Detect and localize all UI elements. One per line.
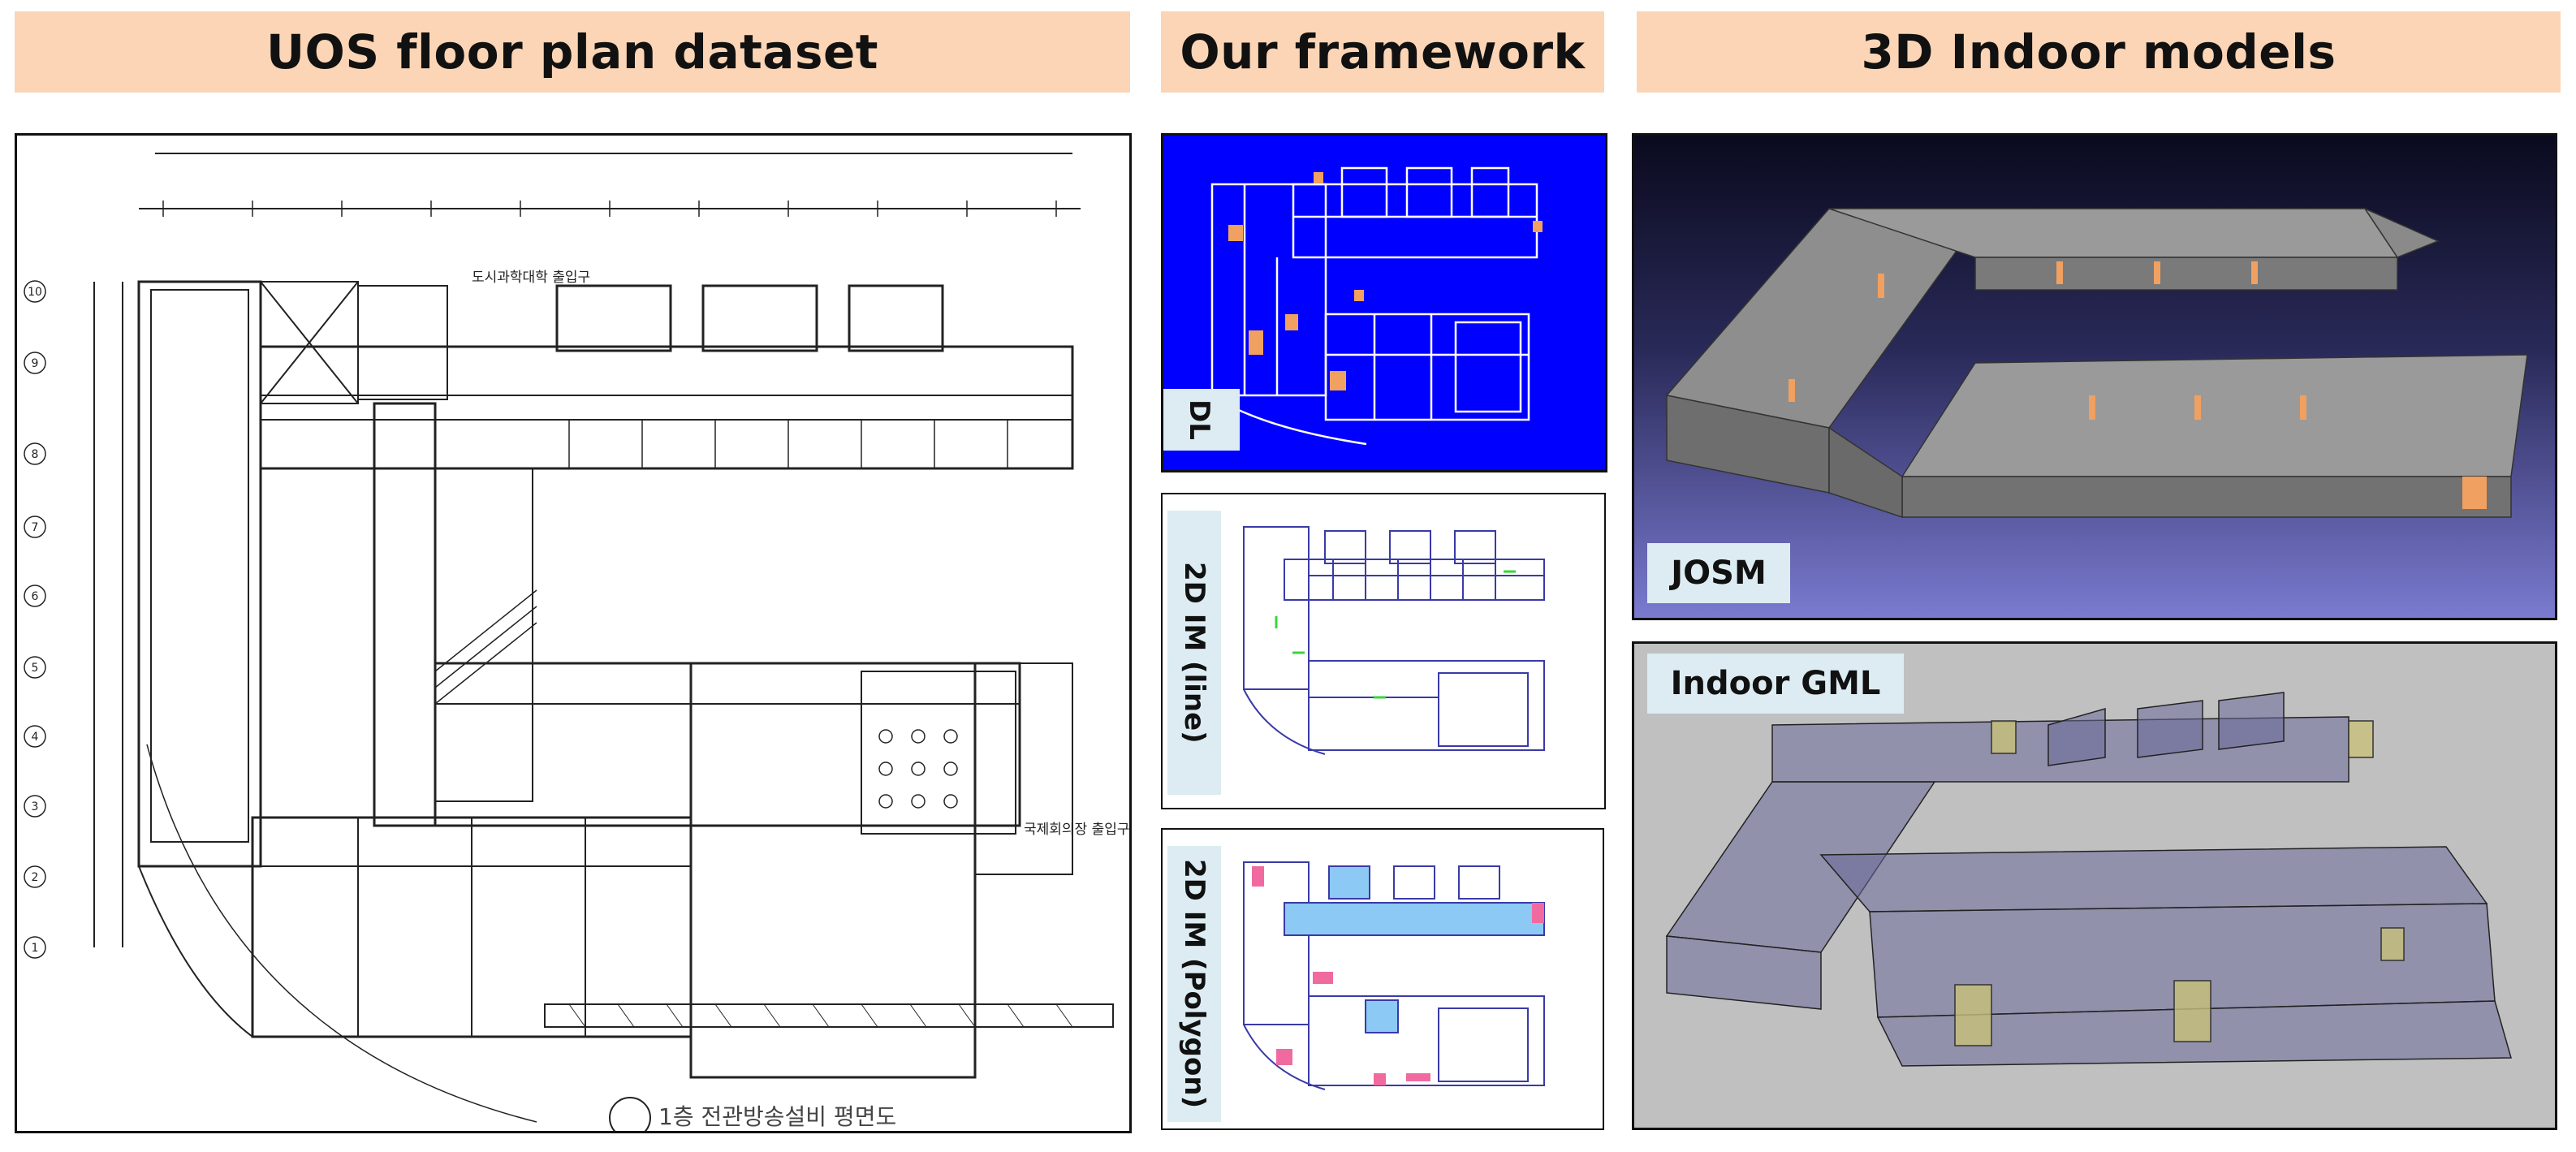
line-label: 2D IM (line) — [1167, 511, 1221, 795]
indoor-gml-label: Indoor GML — [1647, 654, 1904, 714]
josm-panel: JOSM — [1632, 133, 2557, 620]
indoor-gml-3d-model — [1665, 692, 2512, 1067]
floor-plan-drawing: 10 9 8 7 6 5 4 3 2 1 도시과학대학 출입구 국제회의장 출입… — [24, 153, 1129, 1131]
header-dataset: UOS floor plan dataset — [15, 11, 1130, 93]
dl-floorplan-drawing — [1210, 166, 1543, 446]
dl-panel: DL — [1161, 133, 1607, 472]
header-framework: Our framework — [1161, 11, 1604, 93]
indoor-gml-panel: Indoor GML — [1632, 641, 2557, 1130]
row-label: 3 — [32, 800, 39, 813]
entrance-label-east: 국제회의장 출입구 — [1024, 822, 1129, 838]
row-label: 2 — [32, 871, 39, 884]
row-label: 7 — [32, 521, 39, 534]
entrance-label-north: 도시과학대학 출입구 — [472, 270, 590, 286]
row-label: 1 — [32, 942, 39, 955]
row-label: 4 — [32, 731, 39, 744]
row-label: 10 — [28, 286, 42, 299]
header-models: 3D Indoor models — [1637, 11, 2561, 93]
floor-plan-panel: 10 9 8 7 6 5 4 3 2 1 도시과학대학 출입구 국제회의장 출입… — [15, 133, 1132, 1133]
josm-label: JOSM — [1647, 543, 1790, 603]
row-label: 5 — [32, 662, 39, 675]
row-label: 9 — [32, 357, 39, 370]
line-panel: 2D IM (line) — [1161, 493, 1606, 809]
polygon-floorplan-drawing — [1243, 861, 1545, 1090]
polygon-label: 2D IM (Polygon) — [1167, 846, 1221, 1122]
polygon-panel: 2D IM (Polygon) — [1161, 828, 1604, 1130]
row-label: 6 — [32, 590, 39, 603]
floor-plan-caption: 1층 전관방송설비 평면도 — [658, 1103, 896, 1130]
josm-3d-model — [1665, 207, 2528, 519]
line-floorplan-drawing — [1243, 526, 1545, 755]
dl-label: DL — [1163, 389, 1240, 451]
row-label: 8 — [32, 448, 39, 461]
